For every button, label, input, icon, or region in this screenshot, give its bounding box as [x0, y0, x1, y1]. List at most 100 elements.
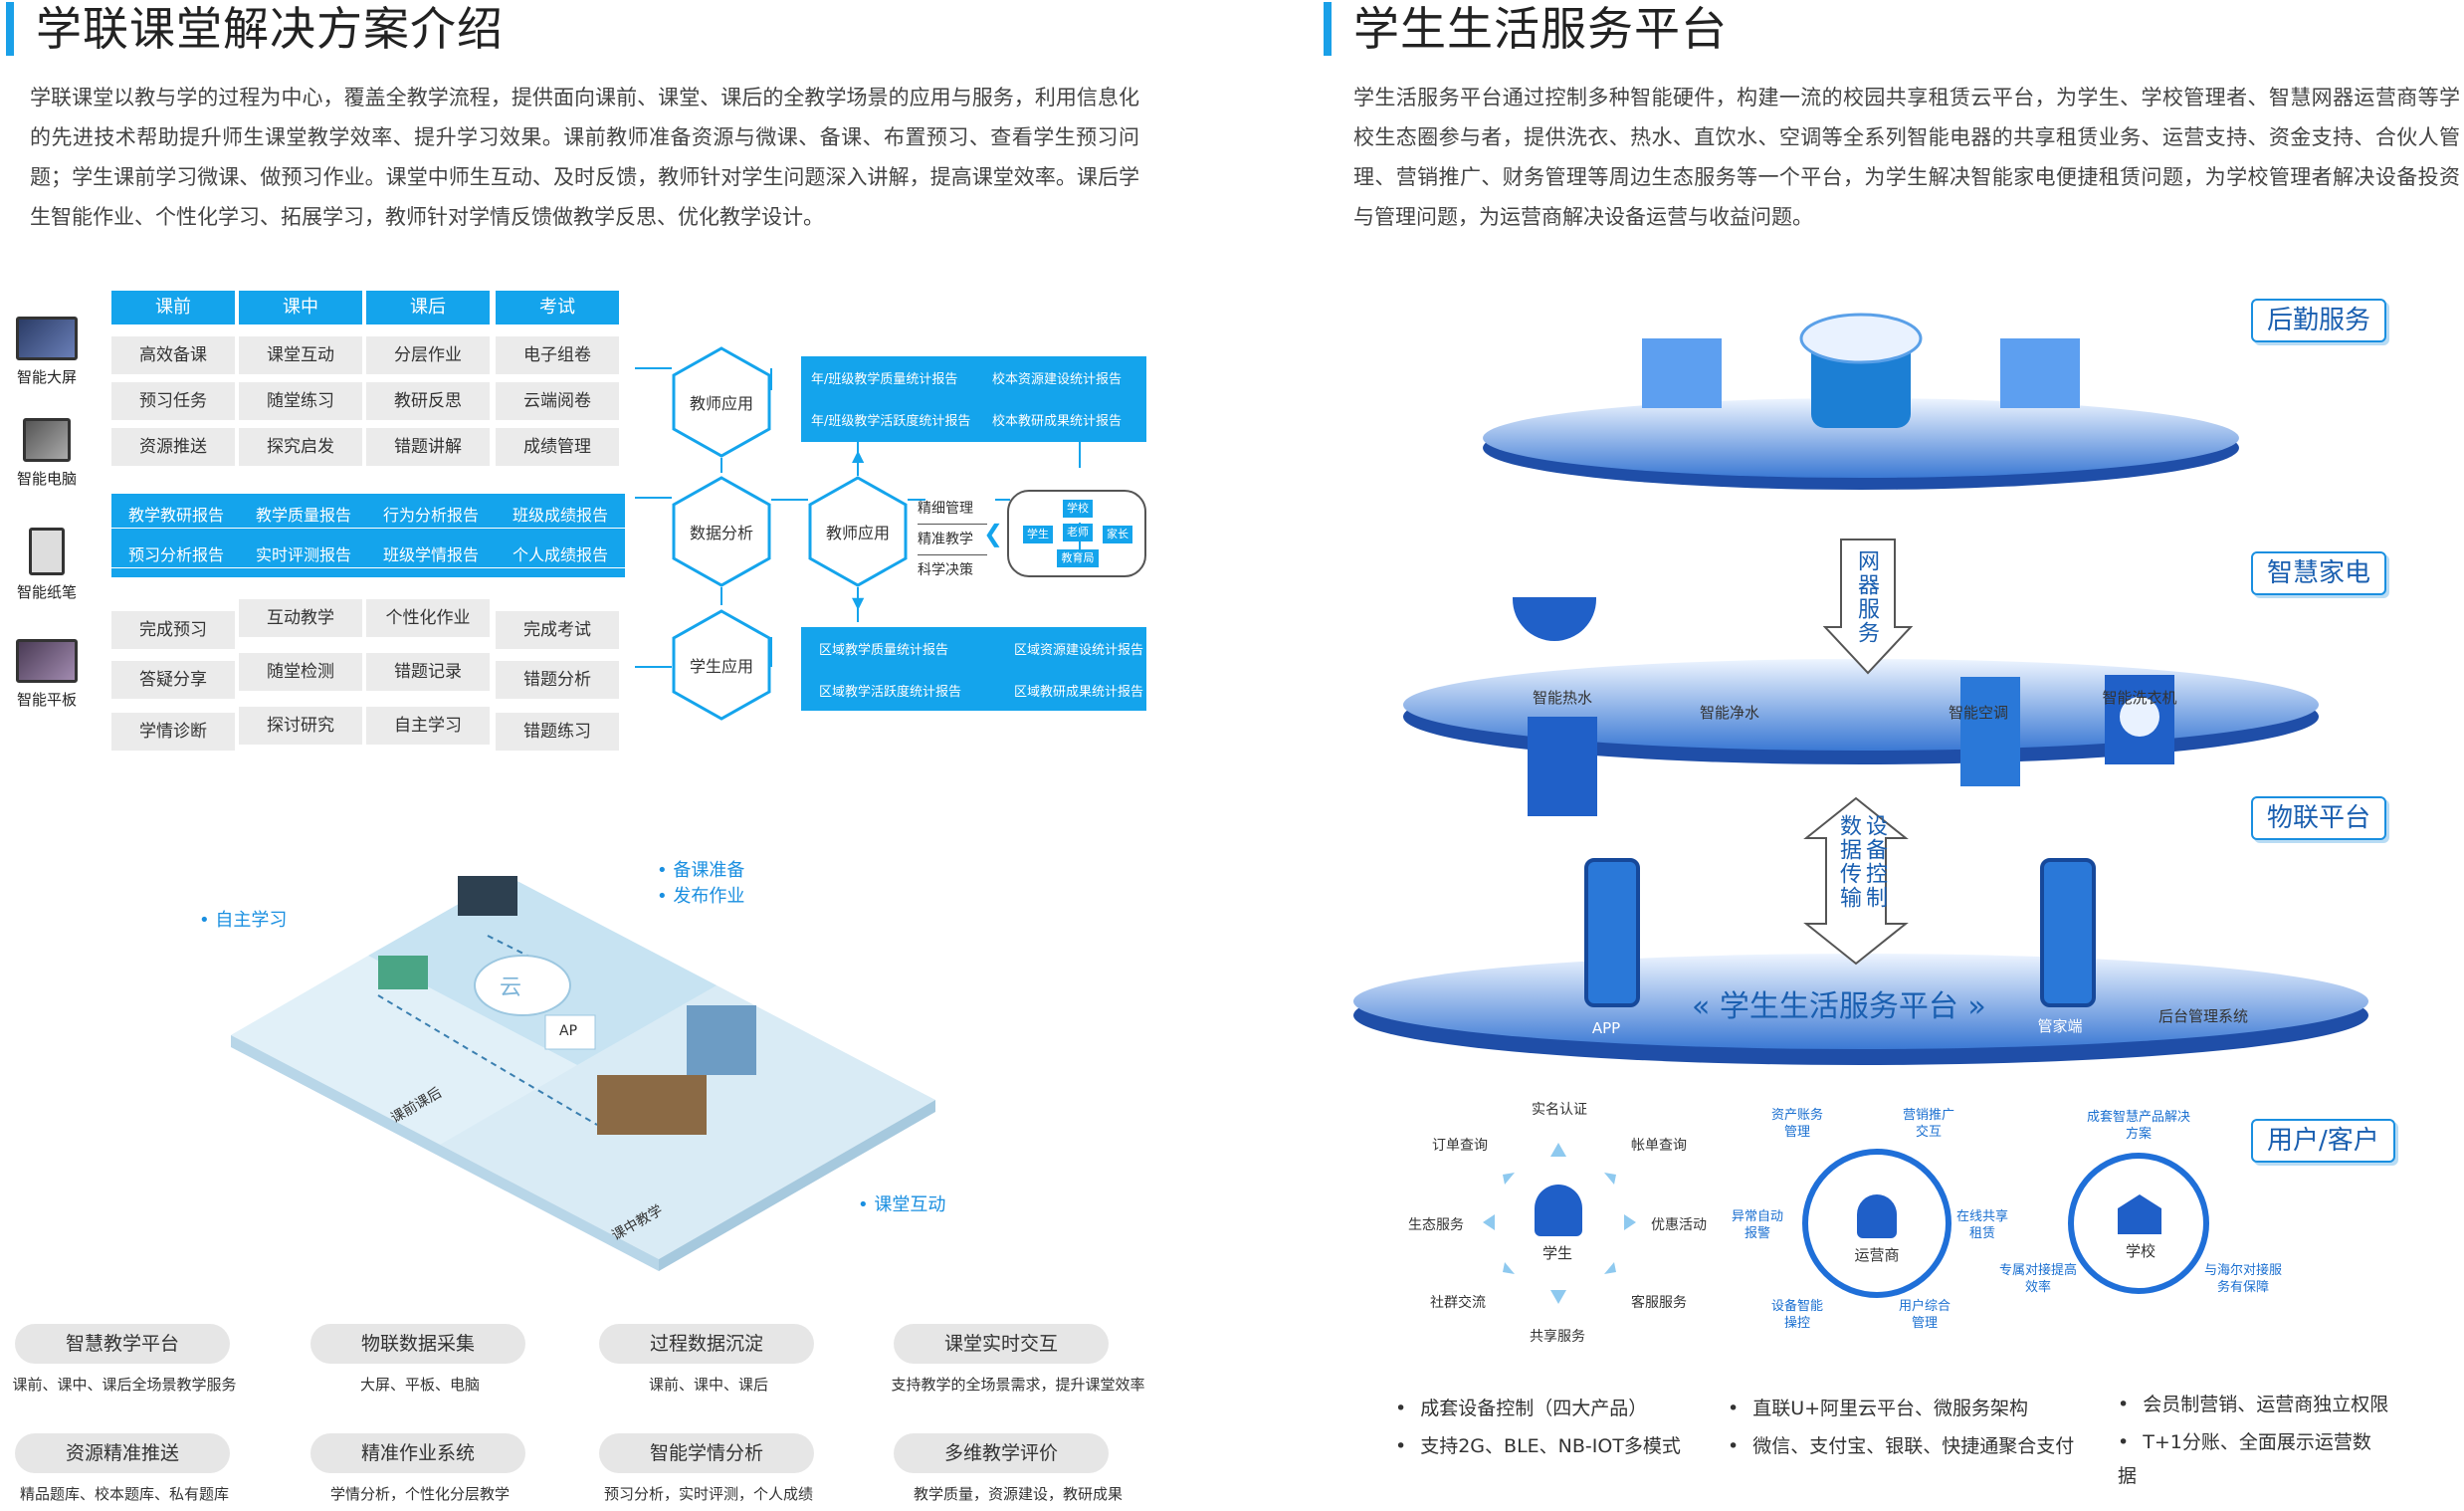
student-item: 客服服务	[1631, 1295, 1687, 1311]
operator-item: 异常自动报警	[1731, 1209, 1783, 1241]
report-item: 区域教研成果统计报告	[1014, 685, 1144, 700]
teacher-task: 云端阅卷	[496, 382, 619, 420]
student-task: 错题练习	[496, 713, 619, 751]
mgmt-item: 精细管理	[918, 494, 987, 525]
bullet-item: T+1分账、全面展示运营数据	[2118, 1425, 2386, 1493]
ring-student: 学生	[1023, 526, 1053, 543]
operator-item: 设备智能操控	[1770, 1299, 1823, 1331]
feature-desc: 教学质量，资源建设，教研成果	[913, 1485, 1123, 1503]
school-ring	[2068, 1153, 2209, 1294]
student-task: 完成考试	[496, 611, 619, 649]
student-task: 错题分析	[496, 661, 619, 699]
appliance-washer: 智能洗衣机	[2102, 689, 2177, 707]
report-item: 年/班级教学质量统计报告	[811, 372, 958, 387]
left-intro: 学联课堂以教与学的过程为中心，覆盖全教学流程，提供面向课前、课堂、课后的全教学场…	[30, 86, 1139, 229]
report-label: 教学教研报告	[111, 504, 241, 529]
teacher-task: 探究启发	[239, 428, 362, 466]
operator-center-label: 运营商	[1854, 1246, 1900, 1264]
student-task: 探讨研究	[239, 707, 362, 745]
operator-item: 资产账务管理	[1770, 1108, 1823, 1140]
admin-label: 后台管理系统	[2157, 1007, 2248, 1025]
feature-pill: 过程数据沉淀	[599, 1324, 814, 1364]
left-title: 学联课堂解决方案介绍	[6, 2, 504, 56]
teacher-task: 错题讲解	[366, 428, 490, 466]
feature-pill: 多维教学评价	[894, 1433, 1109, 1473]
stage-header: 课前	[111, 291, 235, 324]
arrow-up-icon: ▲	[852, 446, 865, 465]
bullet-item: 直联U+阿里云平台、微服务架构	[1728, 1392, 2028, 1425]
report-label: 行为分析报告	[366, 504, 496, 529]
teacher-task: 高效备课	[111, 336, 235, 374]
device-smart-screen: 智能大屏	[12, 317, 82, 387]
stage-header: 课后	[366, 291, 490, 324]
app-label: APP	[1591, 1019, 1621, 1037]
tag-smart-appliances: 智慧家电	[2251, 551, 2387, 595]
report-item: 年/班级教学活跃度统计报告	[811, 414, 971, 429]
label-self-study: • 自主学习	[199, 910, 288, 931]
student-item: 共享服务	[1530, 1329, 1585, 1345]
appliance-water-purifier: 智能净水	[1699, 704, 1759, 722]
feature-desc: 课前、课中、课后全场景教学服务	[12, 1376, 237, 1394]
appliance-water-heater: 智能热水	[1532, 689, 1592, 707]
report-band	[111, 494, 625, 577]
report-item: 区域教学质量统计报告	[819, 643, 949, 658]
student-item: 优惠活动	[1651, 1217, 1707, 1233]
platform-name: « 学生生活服务平台 »	[1692, 989, 1986, 1024]
operator-ring	[1802, 1149, 1951, 1298]
report-label: 个人成绩报告	[496, 543, 625, 568]
teacher-task: 预习任务	[111, 382, 235, 420]
ring-teacher: 老师	[1063, 524, 1093, 541]
arrow-control-label: 设备控制	[1862, 814, 1887, 910]
teacher-task: 资源推送	[111, 428, 235, 466]
operator-cluster: 运营商 资产账务管理 营销推广交互 在线共享租赁 用户综合管理 设备智能操控 异…	[1728, 1105, 2026, 1344]
chevrons-right-icon: »	[1957, 989, 1986, 1024]
student-task: 错题记录	[366, 653, 490, 691]
butler-label: 管家端	[2037, 1017, 2083, 1035]
mgmt-item: 科学决策	[918, 562, 973, 578]
student-task: 个性化作业	[366, 599, 490, 637]
bullet-item: 微信、支付宝、银联、快捷通聚合支付	[1728, 1429, 2074, 1463]
feature-desc: 学情分析，个性化分层教学	[329, 1485, 510, 1503]
school-cluster: 学校 成套智慧产品解决方案 与海尔对接服务有保障 专属对接提高效率	[1999, 1105, 2282, 1324]
phone-icon	[2040, 858, 2096, 1007]
report-item: 区域资源建设统计报告	[1014, 643, 1144, 658]
operator-item: 营销推广交互	[1902, 1108, 1954, 1140]
student-task: 自主学习	[366, 707, 490, 745]
tag-logistics: 后勤服务	[2251, 299, 2387, 342]
hexagon-shape	[808, 476, 908, 587]
hex-teacher-app: 教师应用	[672, 346, 771, 458]
phone-icon	[1584, 858, 1640, 1007]
stage-header: 课中	[239, 291, 362, 324]
stakeholder-ring: ❮ 学校 学生 老师 家长 教育局	[983, 490, 1146, 577]
teacher-task: 教研反思	[366, 382, 490, 420]
report-label: 教学质量报告	[239, 504, 368, 529]
bullet-item: 会员制营销、运营商独立权限	[2118, 1388, 2388, 1421]
device-smart-pc: 智能电脑	[12, 418, 82, 489]
student-cluster: 学生 实名认证 帐单查询 优惠活动 客服服务 共享服务 社群交流 生态服务 订单…	[1405, 1095, 1714, 1354]
chevrons-left-icon: «	[1692, 989, 1720, 1024]
operator-item: 用户综合管理	[1898, 1299, 1951, 1331]
report-item: 校本资源建设统计报告	[992, 372, 1123, 387]
school-item: 与海尔对接服务有保障	[2203, 1263, 2282, 1295]
student-task: 完成预习	[111, 611, 235, 649]
label-interaction: • 课堂互动	[858, 1194, 946, 1215]
feature-pill: 课堂实时交互	[894, 1324, 1109, 1364]
operator-avatar-icon	[1857, 1194, 1897, 1238]
feature-desc: 课前、课中、课后	[648, 1376, 768, 1394]
tag-users: 用户/客户	[2251, 1119, 2395, 1163]
teacher-task: 随堂练习	[239, 382, 362, 420]
arrow-transfer-label: 数据传输	[1836, 814, 1861, 910]
student-item: 订单查询	[1432, 1138, 1488, 1154]
student-avatar-icon	[1535, 1185, 1582, 1236]
student-task: 随堂检测	[239, 653, 362, 691]
teacher-task: 分层作业	[366, 336, 490, 374]
bullet-item: 支持2G、BLE、NB-IOT多模式	[1395, 1429, 1694, 1463]
student-item: 社群交流	[1430, 1295, 1486, 1311]
device-smart-tablet: 智能平板	[12, 639, 82, 710]
student-task: 学情诊断	[111, 713, 235, 751]
student-task: 答疑分享	[111, 661, 235, 699]
notebook-icon	[29, 528, 65, 575]
teacher-task: 课堂互动	[239, 336, 362, 374]
feature-pill: 精准作业系统	[310, 1433, 525, 1473]
right-title: 学生生活服务平台	[1324, 2, 1728, 56]
